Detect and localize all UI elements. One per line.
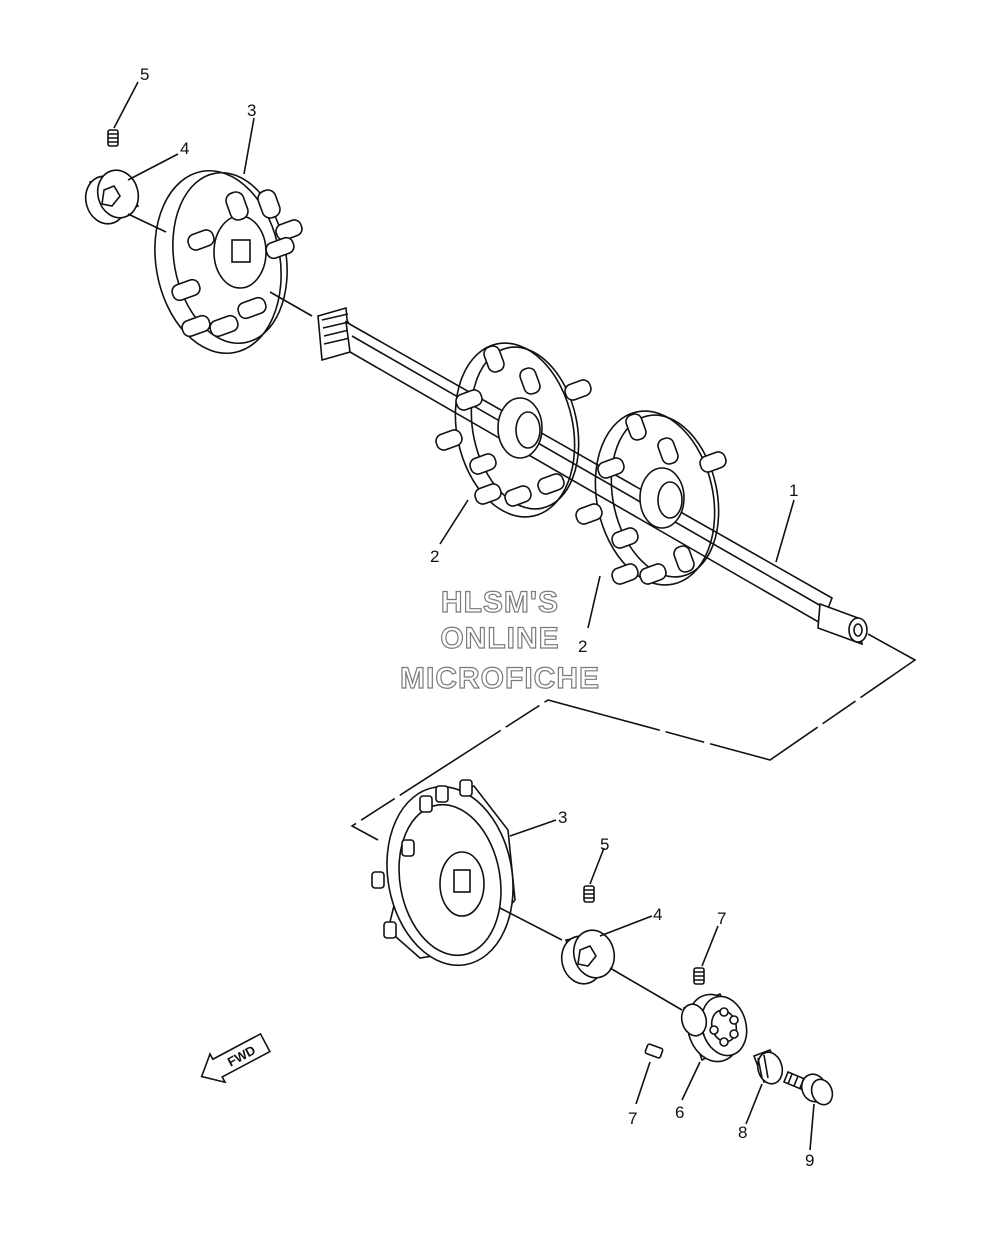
callout-4-lower: 4 (653, 905, 662, 924)
cap[interactable] (752, 1048, 786, 1086)
set-screw-bearing-side[interactable] (644, 1043, 664, 1059)
callout-3-lower: 3 (558, 808, 567, 827)
drive-shaft[interactable] (317, 306, 868, 646)
assembly-bracket-line (350, 633, 917, 841)
set-screw-bearing-top[interactable] (693, 967, 705, 985)
sprocket-wheel-1[interactable] (434, 332, 593, 528)
callout-4-upper: 4 (180, 139, 189, 158)
watermark-line-2: ONLINE (440, 622, 559, 655)
callout-5-upper: 5 (140, 65, 149, 84)
callout-2-left: 2 (430, 547, 439, 566)
watermark: HLSM'S ONLINE MICROFICHE (399, 585, 600, 695)
callout-7-upper: 7 (717, 909, 726, 928)
callout-5-lower: 5 (600, 835, 609, 854)
sprocket-wheel-2[interactable] (574, 400, 733, 596)
fwd-arrow-icon (200, 1032, 271, 1084)
callout-7-lower: 7 (628, 1109, 637, 1128)
collar-upper[interactable] (80, 166, 167, 233)
callout-6: 6 (675, 1103, 684, 1122)
callout-1: 1 (789, 481, 798, 500)
bolt[interactable] (782, 1070, 836, 1108)
fwd-arrow: FWD (200, 1032, 271, 1084)
collar-lower[interactable] (556, 926, 683, 1011)
idler-wheel-upper[interactable] (141, 161, 304, 364)
leader-lines (113, 81, 815, 1151)
bearing[interactable] (678, 988, 753, 1067)
idler-wheel-lower[interactable] (371, 777, 563, 976)
callout-8: 8 (738, 1123, 747, 1142)
callout-9: 9 (805, 1151, 814, 1170)
watermark-line-3: MICROFICHE (400, 662, 600, 695)
set-screw-upper[interactable] (107, 129, 119, 147)
watermark-line-1: HLSM'S (441, 586, 559, 619)
callout-3-upper: 3 (247, 101, 256, 120)
callout-2-right: 2 (578, 637, 587, 656)
set-screw-lower[interactable] (583, 885, 595, 903)
